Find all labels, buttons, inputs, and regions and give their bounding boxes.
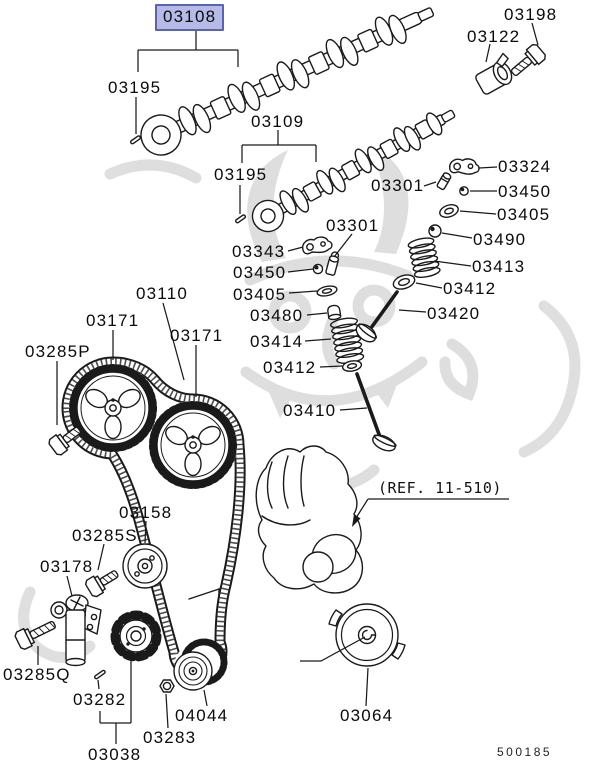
retainer-03480 <box>327 304 342 321</box>
key-03282 <box>94 669 106 680</box>
bolt-03285S <box>84 570 119 598</box>
part-label-03285S[interactable]: 03285S <box>72 526 138 545</box>
valve-keeper-03450-mid <box>312 263 324 275</box>
camshaft-exhaust <box>251 109 456 233</box>
rocker-arm-03343 <box>301 236 333 255</box>
part-label-03414[interactable]: 03414 <box>250 332 304 351</box>
part-label-03410[interactable]: 03410 <box>283 401 337 420</box>
bolt-03285P <box>48 426 81 456</box>
tensioner-assembly <box>50 594 102 667</box>
figure-code: 500185 <box>497 745 553 759</box>
valve-03410 <box>355 372 397 452</box>
part-label-03480[interactable]: 03480 <box>250 306 304 325</box>
part-label-03450-mid[interactable]: 03450 <box>233 263 287 282</box>
valve-keeper-03450-right <box>459 186 469 196</box>
nut-03283 <box>159 679 175 693</box>
part-label-03108[interactable]: 03108 <box>155 4 225 31</box>
part-label-03122[interactable]: 03122 <box>467 27 521 46</box>
part-label-03420[interactable]: 03420 <box>427 304 481 323</box>
ref-note: (REF. 11-510) <box>378 479 502 497</box>
part-label-03405-mid[interactable]: 03405 <box>233 285 287 304</box>
lash-adjuster-right <box>436 172 452 191</box>
sensor-disc <box>328 603 406 667</box>
spring-seat-03405-mid <box>316 285 338 297</box>
lash-adjuster-mid <box>325 251 340 276</box>
seal-03412-right <box>392 274 416 290</box>
part-label-03195-a[interactable]: 03195 <box>108 78 162 97</box>
bolt-03198 <box>510 43 546 77</box>
part-label-03301-right[interactable]: 03301 <box>371 176 425 195</box>
rocker-arm-03324 <box>448 158 480 175</box>
valve-spring-03413 <box>407 237 441 278</box>
seal-03412-mid <box>341 360 363 372</box>
camshaft-intake <box>140 7 435 156</box>
part-label-03282[interactable]: 03282 <box>73 690 127 709</box>
cam-sprocket-left <box>69 364 157 452</box>
bolt-03285Q <box>14 620 56 650</box>
crankshaft-sprocket <box>173 638 228 692</box>
part-label-03038[interactable]: 03038 <box>88 745 142 764</box>
dowel-pin-b <box>234 214 247 224</box>
engine-block-outline <box>188 445 363 612</box>
ref-underline <box>355 498 509 519</box>
bracket-03109 <box>241 130 317 163</box>
part-label-03178[interactable]: 03178 <box>40 557 94 576</box>
part-label-03171-b[interactable]: 03171 <box>170 326 224 345</box>
part-label-03412-mid[interactable]: 03412 <box>263 358 317 377</box>
ref-arrowhead <box>352 514 361 527</box>
part-label-03343[interactable]: 03343 <box>232 242 286 261</box>
part-label-03198[interactable]: 03198 <box>504 5 558 24</box>
part-label-03450-right[interactable]: 03450 <box>498 182 552 201</box>
tensioner-pulley <box>122 543 168 589</box>
part-label-03413[interactable]: 03413 <box>472 257 526 276</box>
cam-sensor-cylinder <box>475 52 513 95</box>
bracket-03108 <box>137 31 239 72</box>
bracket-03038 <box>99 657 132 744</box>
part-label-03283[interactable]: 03283 <box>143 728 197 747</box>
part-label-03405-right[interactable]: 03405 <box>497 205 551 224</box>
part-label-03195-b[interactable]: 03195 <box>214 165 268 184</box>
valve-03420 <box>355 290 399 343</box>
part-label-03158[interactable]: 03158 <box>119 503 173 522</box>
part-label-03301-mid[interactable]: 03301 <box>326 216 380 235</box>
retainer-03490 <box>428 224 442 238</box>
leader-lines <box>37 22 539 744</box>
part-label-03285Q[interactable]: 03285Q <box>3 665 71 684</box>
spring-seat-03405-right <box>439 204 459 218</box>
dowel-pin-a <box>129 135 142 145</box>
part-label-03412-right[interactable]: 03412 <box>443 279 497 298</box>
part-label-03171-a[interactable]: 03171 <box>86 311 140 330</box>
part-label-03064[interactable]: 03064 <box>340 706 394 725</box>
timing-belt <box>61 356 246 682</box>
part-label-04044[interactable]: 04044 <box>175 706 229 725</box>
cam-sprocket-right <box>149 401 237 489</box>
oil-pump-sprocket <box>110 610 162 662</box>
part-label-03285P[interactable]: 03285P <box>25 342 91 361</box>
part-label-03324[interactable]: 03324 <box>498 157 552 176</box>
part-label-03110[interactable]: 03110 <box>136 284 189 303</box>
part-label-03109[interactable]: 03109 <box>251 112 305 131</box>
part-label-03490[interactable]: 03490 <box>473 230 527 249</box>
